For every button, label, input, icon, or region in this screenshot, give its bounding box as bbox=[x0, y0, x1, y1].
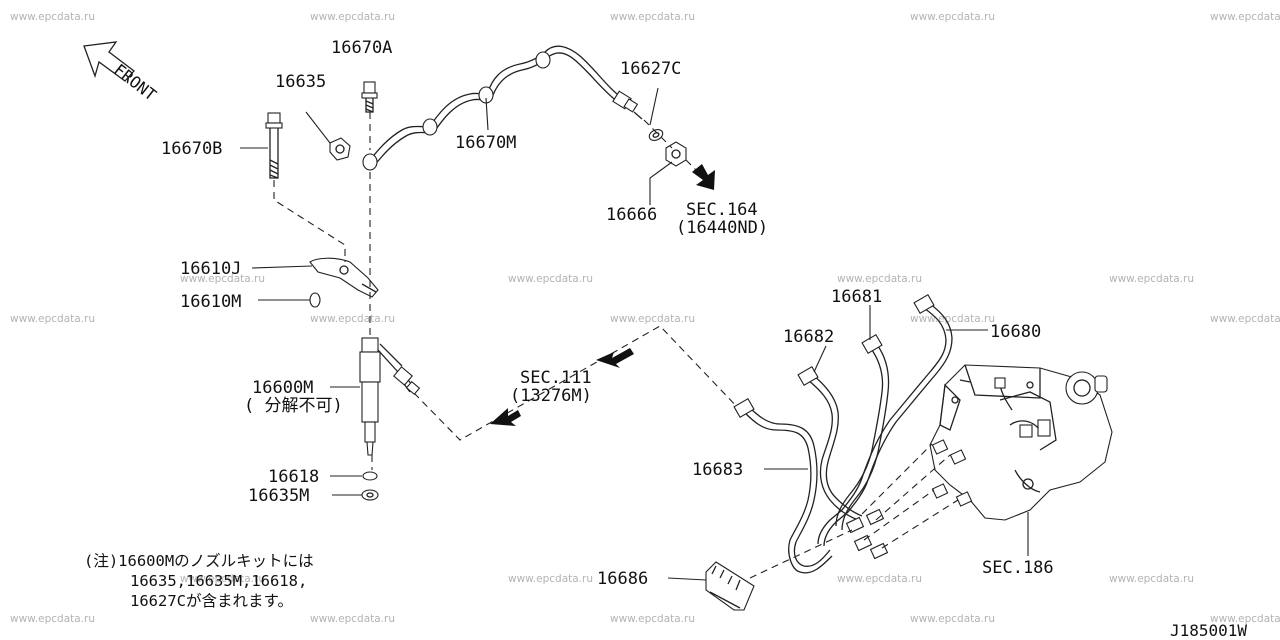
label-16600m: 16600M bbox=[252, 378, 314, 398]
watermark: www.epcdata.ru bbox=[10, 613, 95, 625]
bolt-16670b bbox=[265, 112, 283, 179]
label-sec186: SEC.186 bbox=[982, 558, 1054, 578]
leak-off-pipe-16670m bbox=[362, 45, 643, 171]
label-16635: 16635 bbox=[275, 72, 327, 92]
watermark: www.epcdata.ru bbox=[508, 573, 593, 585]
watermark: www.epcdata.ru bbox=[610, 613, 695, 625]
label-sec164-sub: (16440ND) bbox=[676, 218, 769, 238]
watermark: www.epcdata.ru bbox=[180, 573, 265, 585]
label-16666: 16666 bbox=[606, 205, 658, 225]
watermark: www.epcdata.ru bbox=[310, 11, 395, 23]
arrow-sec111-out bbox=[596, 348, 634, 368]
label-16670b: 16670B bbox=[161, 139, 223, 159]
injection-pipes bbox=[733, 294, 953, 574]
nozzle-16600m bbox=[359, 337, 421, 456]
watermark: www.epcdata.ru bbox=[1109, 573, 1194, 585]
bolt-16670a bbox=[361, 81, 378, 113]
clamp-16610j bbox=[309, 257, 379, 298]
label-16686: 16686 bbox=[597, 569, 649, 589]
washer-16635m bbox=[361, 489, 379, 501]
label-16670m: 16670M bbox=[455, 133, 517, 153]
watermark: www.epcdata.ru bbox=[10, 313, 95, 325]
watermark: www.epcdata.ru bbox=[1109, 273, 1194, 285]
washer-16627c bbox=[648, 129, 664, 141]
label-sec164: SEC.164 bbox=[686, 200, 758, 220]
footnote-line-3: 16627Cが含まれます。 bbox=[130, 592, 293, 610]
watermark: www.epcdata.ru bbox=[1210, 11, 1280, 23]
diagram-code: J185001W bbox=[1170, 621, 1248, 640]
watermark: www.epcdata.ru bbox=[837, 573, 922, 585]
watermark: www.epcdata.ru bbox=[310, 613, 395, 625]
watermark: www.epcdata.ru bbox=[10, 11, 95, 23]
label-16600m-note: ( 分解不可) bbox=[244, 396, 343, 416]
watermark: www.epcdata.ru bbox=[910, 313, 995, 325]
injection-pump bbox=[929, 364, 1113, 521]
footnote-line-2: 16635,16635M,16618, bbox=[130, 572, 308, 590]
label-16683: 16683 bbox=[692, 460, 744, 480]
label-sec111: SEC.111 bbox=[520, 368, 592, 388]
clamp-16686 bbox=[705, 561, 755, 611]
watermark: www.epcdata.ru bbox=[910, 11, 995, 23]
label-16610m: 16610M bbox=[180, 292, 242, 312]
watermark: www.epcdata.ru bbox=[1210, 313, 1280, 325]
arrow-sec111-in bbox=[490, 408, 521, 426]
washer-16618 bbox=[362, 471, 378, 481]
watermark: www.epcdata.ru bbox=[610, 313, 695, 325]
footnote-line-1: (注)16600Mのノズルキットには bbox=[84, 552, 314, 570]
label-16682: 16682 bbox=[783, 327, 835, 347]
label-16627c: 16627C bbox=[620, 59, 682, 79]
watermark: www.epcdata.ru bbox=[837, 273, 922, 285]
watermark: www.epcdata.ru bbox=[180, 273, 265, 285]
watermark: www.epcdata.ru bbox=[1210, 613, 1280, 625]
watermark: www.epcdata.ru bbox=[310, 313, 395, 325]
watermark: www.epcdata.ru bbox=[910, 613, 995, 625]
label-16618: 16618 bbox=[268, 467, 320, 487]
label-sec111-sub: (13276M) bbox=[510, 386, 592, 406]
nut-16666 bbox=[665, 141, 687, 167]
label-16635m: 16635M bbox=[248, 486, 310, 506]
label-16610j: 16610J bbox=[180, 259, 242, 279]
label-16670a: 16670A bbox=[331, 38, 393, 58]
watermark: www.epcdata.ru bbox=[508, 273, 593, 285]
label-16681: 16681 bbox=[831, 287, 883, 307]
watermark: www.epcdata.ru bbox=[610, 11, 695, 23]
label-16680: 16680 bbox=[990, 322, 1042, 342]
o-ring-16610m bbox=[309, 292, 321, 308]
front-arrow-icon bbox=[83, 41, 135, 82]
clamp-16635 bbox=[329, 137, 351, 161]
